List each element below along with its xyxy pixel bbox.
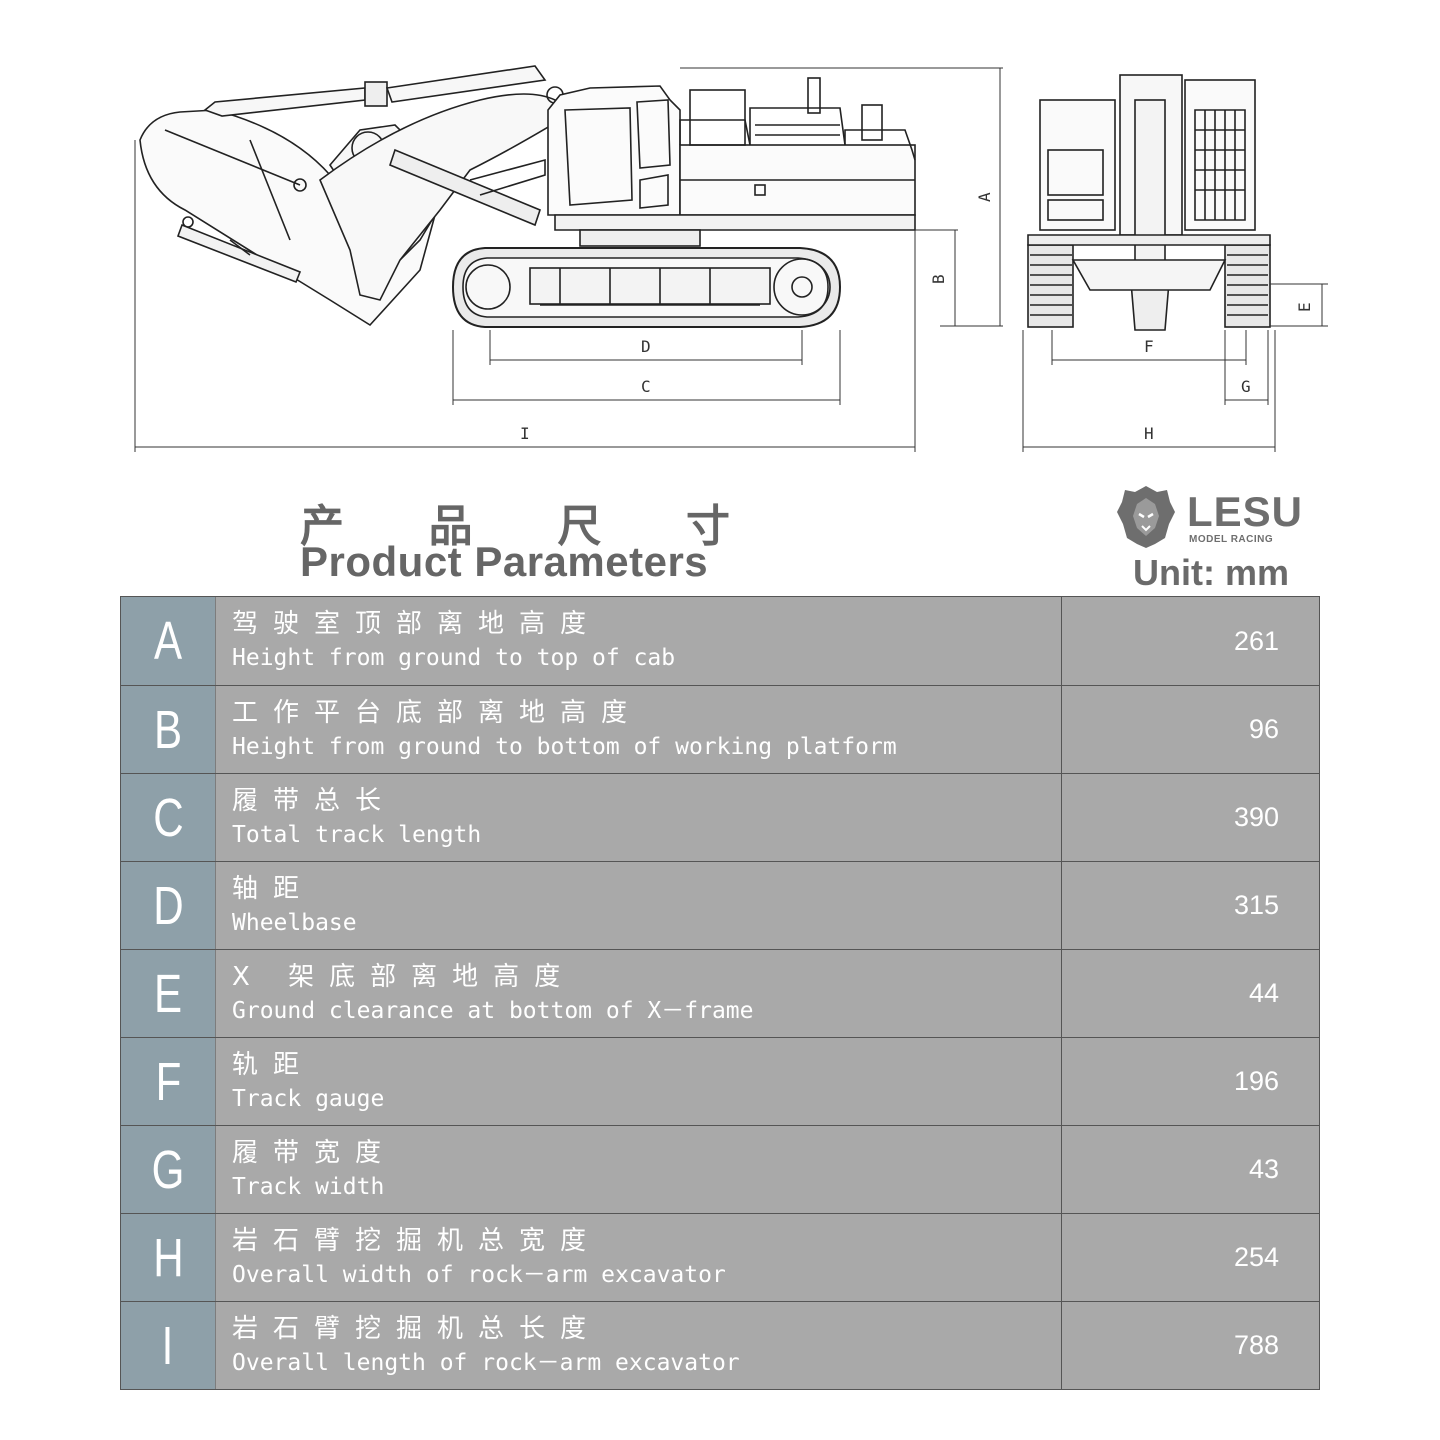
param-value: 44 — [1061, 950, 1319, 1037]
param-desc-cn: 轴距 — [232, 873, 315, 904]
dim-label-a: A — [975, 192, 994, 202]
param-letter: I — [121, 1302, 215, 1389]
lion-head-icon — [1117, 486, 1175, 548]
page-title-en: Product Parameters — [300, 538, 709, 585]
page-title-cn: 产 品 尺 寸 — [300, 490, 730, 554]
title-cn-char: 尺 — [557, 501, 602, 552]
param-desc-cn: 履带总长 — [232, 785, 397, 816]
dim-label-b: B — [929, 274, 948, 284]
dim-label-g: G — [1241, 377, 1251, 396]
dim-label-f: F — [1144, 337, 1154, 356]
param-desc-cn: 轨距 — [232, 1049, 315, 1080]
param-value: 254 — [1061, 1214, 1319, 1301]
table-row: D 轴距 Wheelbase 315 — [121, 861, 1319, 949]
table-row: H 岩石臂挖掘机总宽度 Overall width of rock－arm ex… — [121, 1213, 1319, 1301]
param-value: 390 — [1061, 774, 1319, 861]
param-value: 315 — [1061, 862, 1319, 949]
param-letter: D — [121, 862, 215, 949]
param-letter: H — [121, 1214, 215, 1301]
table-row: E X 架底部离地高度 Ground clearance at bottom o… — [121, 949, 1319, 1037]
front-view-drawing — [1027, 74, 1271, 331]
table-row: A 驾驶室顶部离地高度 Height from ground to top of… — [121, 597, 1319, 685]
param-desc-en: Height from ground to bottom of working … — [232, 733, 897, 760]
excavator-drawings: A B D C I F G H E — [134, 65, 1328, 452]
param-desc-cn: 岩石臂挖掘机总长度 — [232, 1313, 602, 1344]
param-value: 96 — [1061, 686, 1319, 773]
param-desc-cn: X 架底部离地高度 — [232, 961, 576, 992]
dim-label-i: I — [520, 424, 530, 443]
param-description: X 架底部离地高度 Ground clearance at bottom of … — [215, 950, 1061, 1037]
brand-name: LESU — [1187, 488, 1304, 535]
param-desc-cn: 岩石臂挖掘机总宽度 — [232, 1225, 602, 1256]
table-row: C 履带总长 Total track length 390 — [121, 773, 1319, 861]
param-value: 196 — [1061, 1038, 1319, 1125]
title-cn-char: 寸 — [685, 501, 730, 552]
param-desc-cn: 工作平台底部离地高度 — [232, 697, 643, 728]
param-desc-en: Track width — [232, 1173, 385, 1200]
param-letter: C — [121, 774, 215, 861]
brand-logo: LESU MODEL RACING — [1115, 484, 1315, 552]
param-desc-en: Overall width of rock－arm excavator — [232, 1261, 726, 1288]
dim-label-c: C — [641, 377, 651, 396]
table-row: G 履带宽度 Track width 43 — [121, 1125, 1319, 1213]
param-value: 43 — [1061, 1126, 1319, 1213]
table-row: B 工作平台底部离地高度 Height from ground to botto… — [121, 685, 1319, 773]
param-desc-cn: 履带宽度 — [232, 1137, 397, 1168]
param-desc-en: Overall length of rock－arm excavator — [232, 1349, 740, 1376]
side-view-drawing — [139, 65, 916, 328]
dim-label-h: H — [1144, 424, 1154, 443]
title-cn-char: 品 — [428, 501, 473, 552]
param-description: 岩石臂挖掘机总宽度 Overall width of rock－arm exca… — [215, 1214, 1061, 1301]
param-value: 788 — [1061, 1302, 1319, 1389]
param-letter: E — [121, 950, 215, 1037]
dim-label-d: D — [641, 337, 651, 356]
param-desc-en: Track gauge — [232, 1085, 385, 1112]
param-description: 工作平台底部离地高度 Height from ground to bottom … — [215, 686, 1061, 773]
param-letter: F — [121, 1038, 215, 1125]
param-desc-en: Total track length — [232, 821, 482, 848]
param-letter: A — [121, 597, 215, 685]
param-desc-en: Wheelbase — [232, 909, 357, 936]
param-desc-en: Ground clearance at bottom of X－frame — [232, 997, 754, 1024]
param-value: 261 — [1061, 597, 1319, 685]
param-desc-en: Height from ground to top of cab — [232, 645, 676, 671]
param-description: 履带宽度 Track width — [215, 1126, 1061, 1213]
param-desc-cn: 驾驶室顶部离地高度 — [232, 609, 602, 639]
dimension-lines — [134, 67, 1328, 452]
param-description: 岩石臂挖掘机总长度 Overall length of rock－arm exc… — [215, 1302, 1061, 1389]
param-letter: B — [121, 686, 215, 773]
param-description: 轨距 Track gauge — [215, 1038, 1061, 1125]
table-row: F 轨距 Track gauge 196 — [121, 1037, 1319, 1125]
dim-label-e: E — [1295, 302, 1314, 312]
param-letter: G — [121, 1126, 215, 1213]
table-row: I 岩石臂挖掘机总长度 Overall length of rock－arm e… — [121, 1301, 1319, 1389]
parameters-table: A 驾驶室顶部离地高度 Height from ground to top of… — [120, 596, 1320, 1390]
brand-tagline: MODEL RACING — [1189, 534, 1274, 545]
title-cn-char: 产 — [300, 501, 344, 552]
param-description: 履带总长 Total track length — [215, 774, 1061, 861]
param-description: 轴距 Wheelbase — [215, 862, 1061, 949]
unit-label: Unit: mm — [1133, 552, 1289, 593]
param-description: 驾驶室顶部离地高度 Height from ground to top of c… — [215, 597, 1061, 685]
